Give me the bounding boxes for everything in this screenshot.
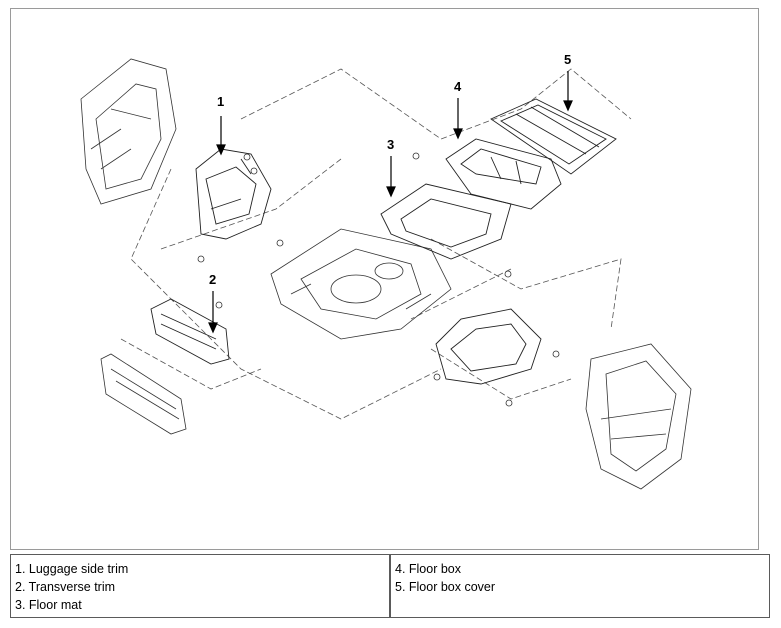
legend-column-left: 1. Luggage side trim 2. Transverse trim … [11,555,389,617]
legend-item: 4. Floor box [395,562,462,576]
luggage-side-trim-part [195,148,272,240]
exploded-diagram: 1 2 3 4 5 [10,8,759,550]
fasteners [197,152,560,407]
callout-3: 3 [387,137,394,152]
floor-pan [270,228,452,340]
leader-lines [120,68,632,420]
floor-box-part [445,138,562,210]
callout-1: 1 [217,94,224,109]
diagram-svg: 1 2 3 4 5 [80,52,692,490]
right-side-body-panel [585,343,692,490]
legend-item: 1. Luggage side trim [15,562,129,576]
callout-5: 5 [564,52,571,67]
legend-item: 3. Floor mat [15,598,82,612]
legend-column-right: 4. Floor box 5. Floor box cover [389,555,769,617]
parts-legend: 1. Luggage side trim 2. Transverse trim … [10,554,770,618]
legend-item: 5. Floor box cover [395,580,496,594]
callout-4: 4 [454,79,462,94]
rear-panel [100,353,187,435]
transverse-trim-part [150,298,230,365]
floor-box-cover-part [490,98,617,175]
callout-2: 2 [209,272,216,287]
callout-arrows [208,71,573,334]
floor-mat-part [380,183,512,260]
right-luggage-side-trim [435,308,542,385]
left-side-body-panel [80,58,177,205]
legend-item: 2. Transverse trim [15,580,116,594]
